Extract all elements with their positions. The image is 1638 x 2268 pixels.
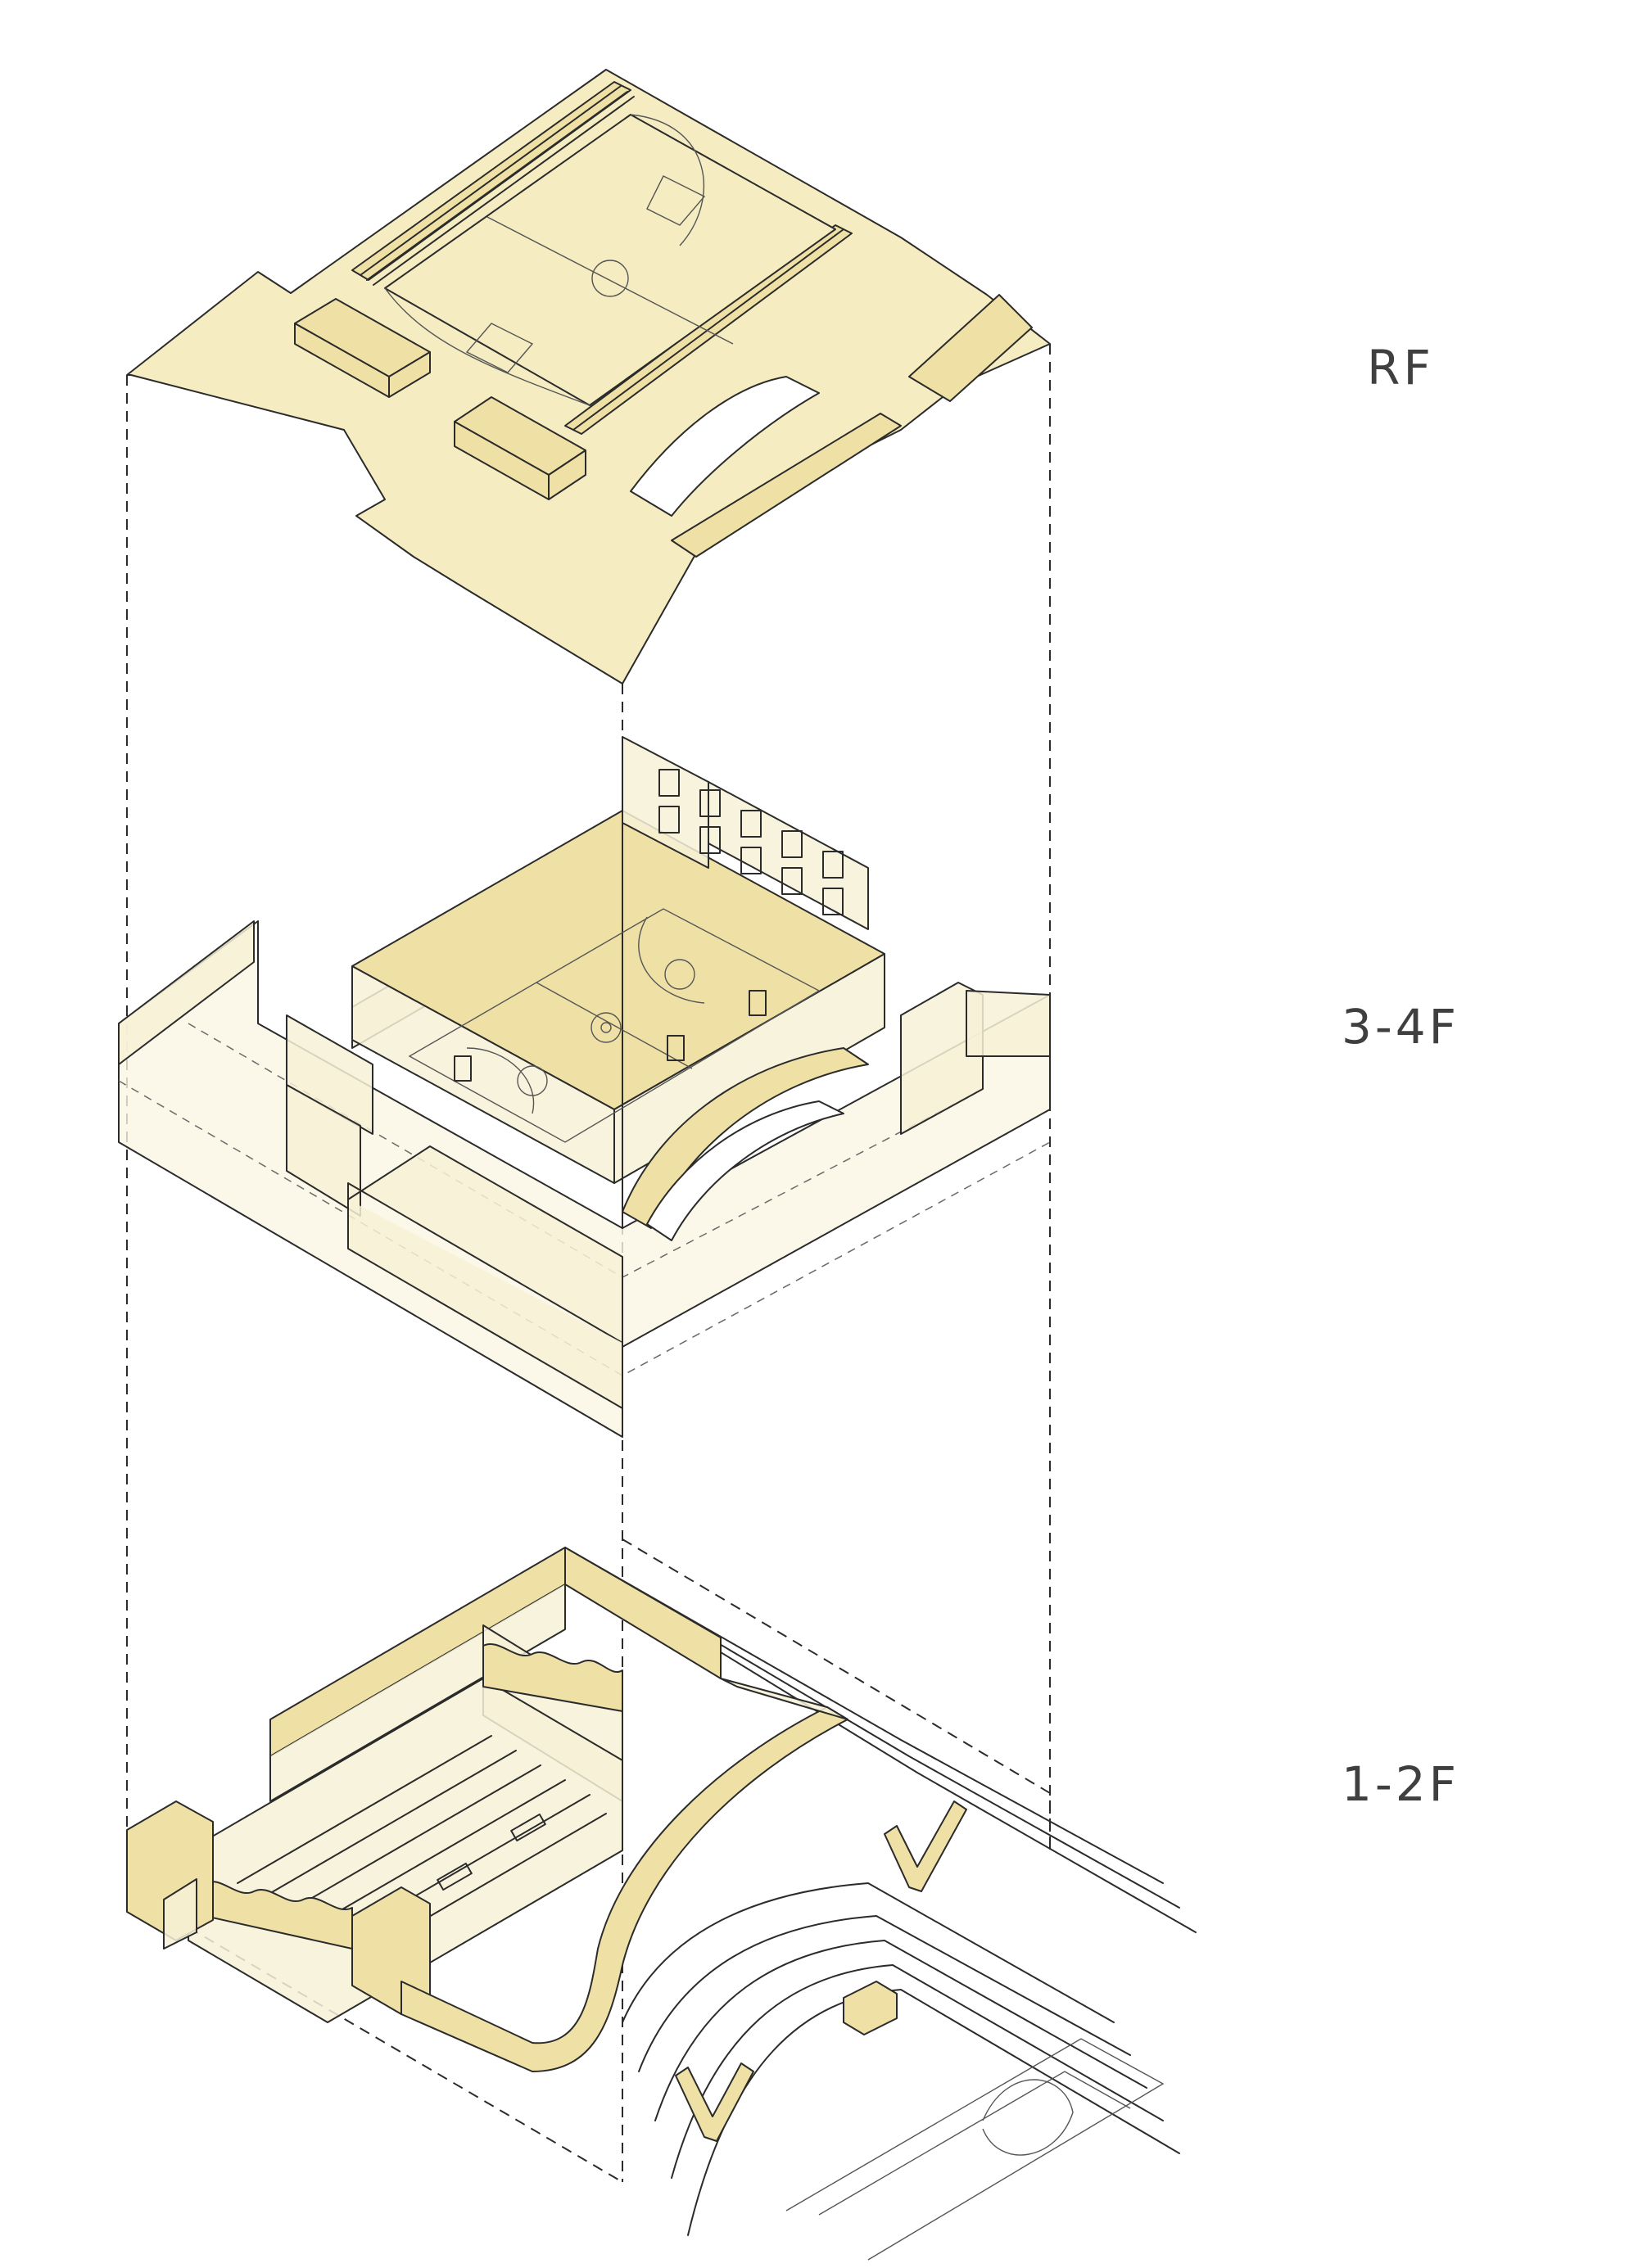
running-track bbox=[564, 1547, 1197, 2236]
window-grid bbox=[658, 769, 844, 915]
label-floor-1-2: 1-2F bbox=[1341, 1756, 1460, 1812]
label-roof-floor: RF bbox=[1367, 340, 1434, 395]
floor-3-4-basketball-court bbox=[408, 908, 821, 1143]
v-sculpture-1 bbox=[884, 1800, 967, 1892]
floor-3-4-curved-opening bbox=[622, 1047, 869, 1229]
roof-opening bbox=[630, 376, 820, 517]
v-sculpture-2 bbox=[675, 2062, 754, 2142]
roof-stair-boxes bbox=[294, 298, 586, 500]
roof-level bbox=[126, 69, 1051, 684]
floor-3-4-level bbox=[118, 736, 1051, 1438]
sports-field bbox=[785, 2038, 1165, 2261]
label-floor-3-4: 3-4F bbox=[1341, 999, 1460, 1055]
small-structure bbox=[843, 1981, 898, 2035]
floor-1-2-level bbox=[126, 1538, 1197, 2261]
roof-basketball-court bbox=[384, 114, 836, 406]
roof-ramps bbox=[671, 294, 1033, 558]
